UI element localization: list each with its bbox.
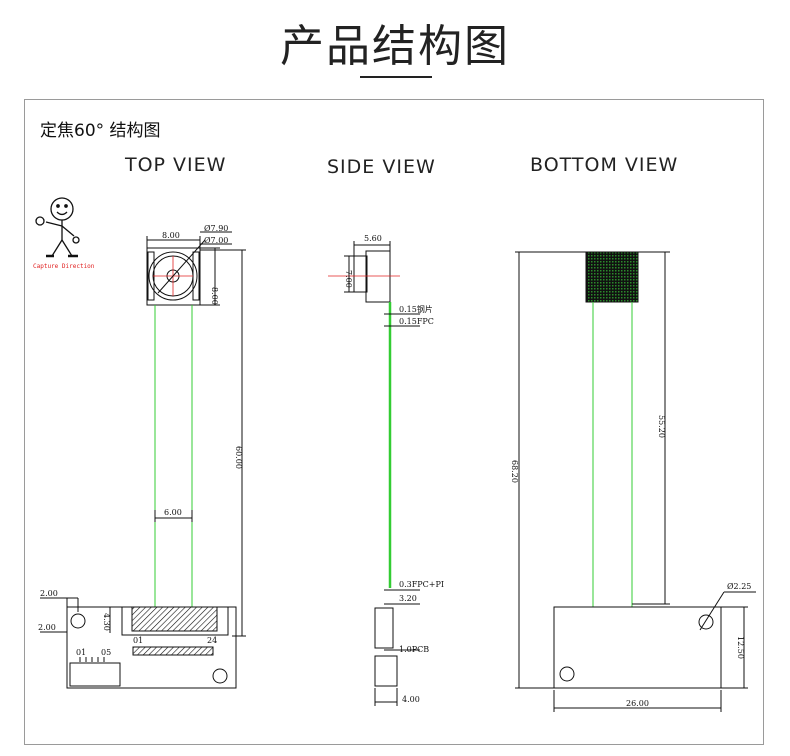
dim-steel: 0.15钢片 <box>399 304 433 314</box>
connector-hatched <box>131 606 218 632</box>
dim-board-width: 26.00 <box>626 699 649 708</box>
drawing-subtitle: 定焦60° 结构图 <box>40 121 161 141</box>
dim-cable-length: 60.00 <box>234 446 243 469</box>
dim-lens-height: 8.00 <box>210 287 219 305</box>
title-underline <box>360 76 432 78</box>
dim-board-height: 12.50 <box>736 636 745 659</box>
capture-direction-label: Capture Direction <box>33 263 95 270</box>
mount-hole-left <box>70 613 86 629</box>
side-lens-front <box>353 255 368 293</box>
side-view-label: SIDE VIEW <box>327 156 436 178</box>
dim-hole-y: 2.00 <box>38 623 56 632</box>
mount-hole-right <box>212 668 228 684</box>
figure-head <box>50 197 74 221</box>
capture-direction-figure <box>35 197 80 258</box>
dim-fpc-pi: 0.3FPC+PI <box>399 580 444 589</box>
pin-label-01: 01 <box>76 648 86 657</box>
pin-row <box>132 646 214 656</box>
lens-outer-circle <box>148 251 198 301</box>
dim-conn: 3.20 <box>399 594 417 603</box>
bottom-pcb-board <box>553 606 722 689</box>
dim-cable-width: 6.00 <box>164 508 182 517</box>
side-board <box>374 655 398 687</box>
bottom-view-label: BOTTOM VIEW <box>530 154 679 176</box>
side-connector <box>374 607 394 649</box>
dim-fpc: 0.15FPC <box>399 317 434 326</box>
dim-pcb: 1.0PCB <box>399 645 429 654</box>
dim-side-lens-dia: 7.00 <box>344 270 353 288</box>
lens-body <box>146 247 201 306</box>
top-view <box>40 231 246 689</box>
dim-bottom-cable: 55.20 <box>657 415 666 438</box>
dim-conn-height: 4.30 <box>102 613 111 631</box>
sensor-grid <box>585 251 639 303</box>
dim-hole-x: 2.00 <box>40 589 58 598</box>
side-view <box>328 241 420 706</box>
dim-lens-width: 8.00 <box>162 231 180 240</box>
drawing-frame <box>24 99 764 745</box>
conn-pin-a: 01 <box>133 636 143 645</box>
dim-side-lens-length: 5.60 <box>364 234 382 243</box>
dim-total-length: 68.20 <box>510 460 519 483</box>
dim-inner-dia: Ø7.00 <box>204 236 228 245</box>
dim-outer-dia: Ø7.90 <box>204 224 228 233</box>
pin-label-05: 05 <box>101 648 111 657</box>
dim-side-board: 4.00 <box>402 695 420 704</box>
side-lens-body <box>365 250 391 303</box>
page-title: 产品结构图 <box>280 21 510 72</box>
bottom-mount-hole-2 <box>559 666 575 682</box>
conn-pin-b: 24 <box>207 636 217 645</box>
bottom-view <box>515 251 756 712</box>
bottom-mount-hole <box>698 614 714 630</box>
top-view-label: TOP VIEW <box>125 154 227 176</box>
dim-hole-dia: Ø2.25 <box>727 582 751 591</box>
